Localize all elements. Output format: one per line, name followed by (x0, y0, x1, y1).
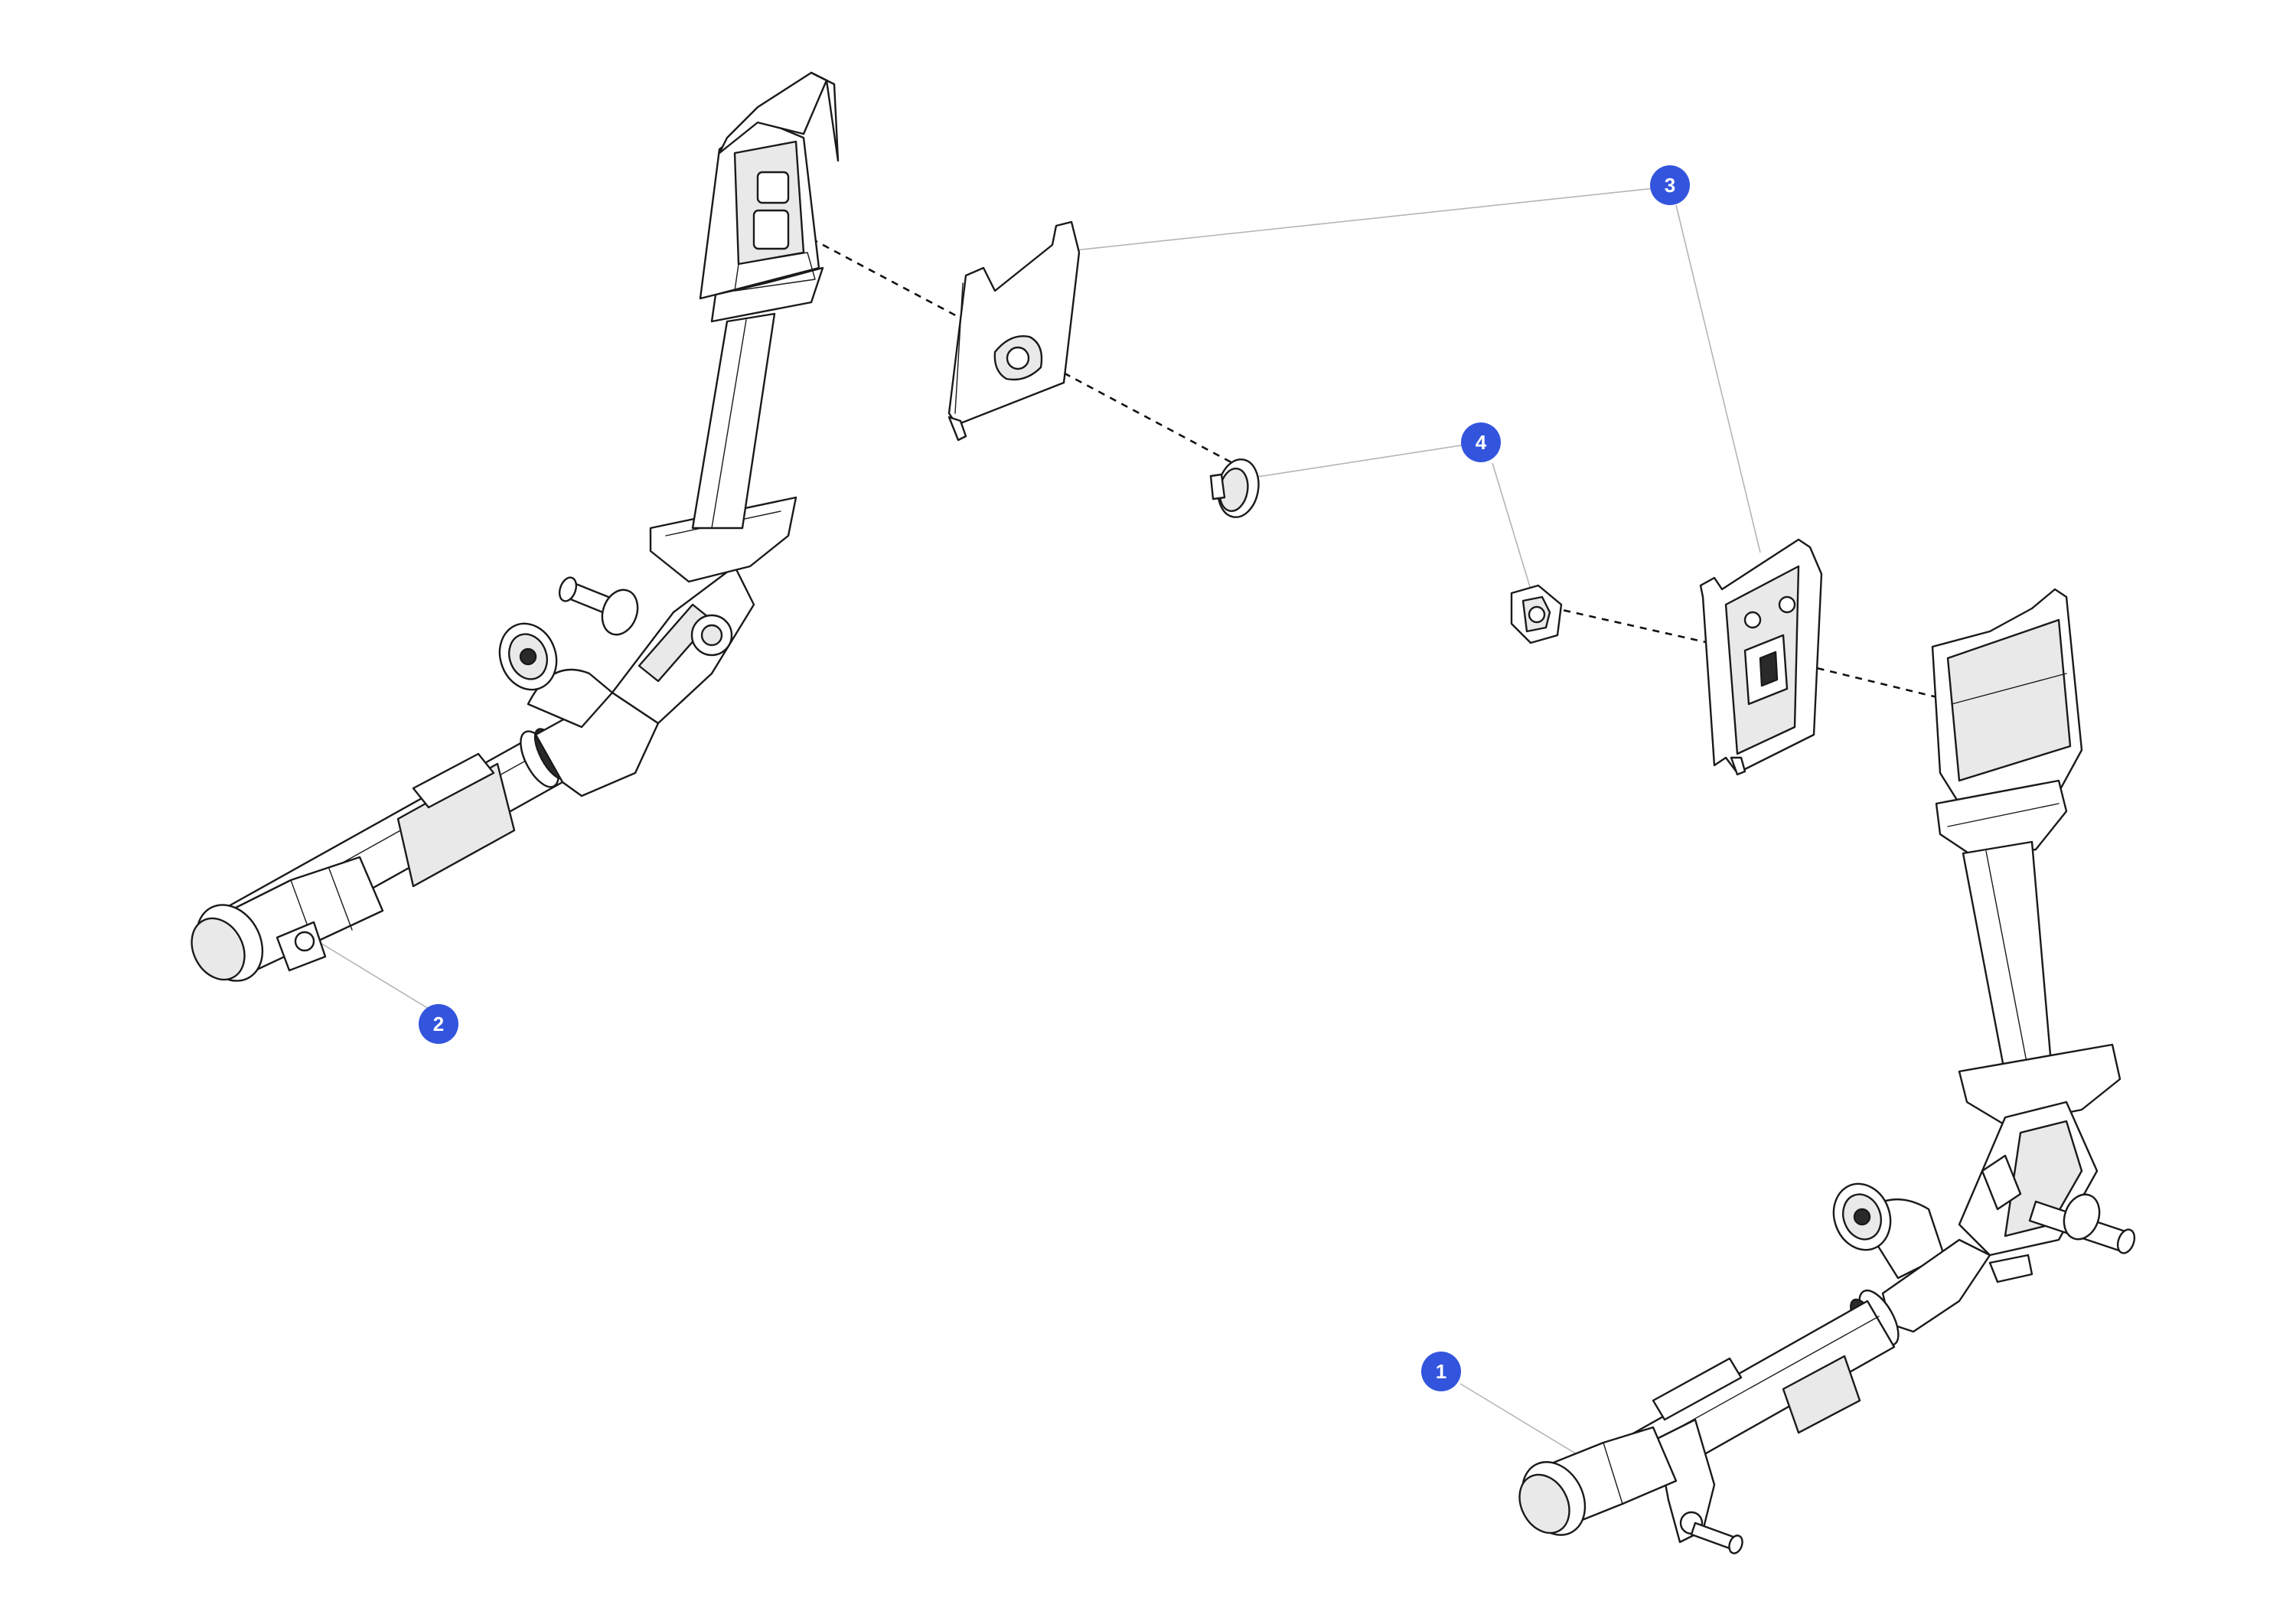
callout-4-badge (1461, 422, 1501, 462)
leader-3-to-right-plate (1675, 204, 1761, 553)
leader-3-to-left-plate (1067, 186, 1669, 252)
callout-3: 3 (1650, 165, 1690, 205)
right-armrest-assembly-icon (1518, 588, 2136, 1554)
callout-3-label: 3 (1665, 174, 1675, 197)
push-pin-clip-right-icon (1510, 584, 1563, 644)
callout-4-label: 4 (1476, 431, 1487, 454)
cover-plate-right-icon (1699, 538, 1823, 776)
callout-1: 1 (1421, 1352, 1461, 1391)
leader-4-to-right-clip (1492, 462, 1531, 590)
left-armrest-assembly-icon (191, 71, 840, 982)
leader-1-to-right-assembly (1459, 1383, 1577, 1455)
leader-2-to-left-assembly (315, 939, 429, 1009)
leader-4-to-left-clip (1247, 443, 1472, 479)
callout-2: 2 (419, 1004, 458, 1044)
callout-1-badge (1421, 1352, 1461, 1391)
push-pin-clip-left-icon (1209, 458, 1260, 518)
callout-2-badge (419, 1004, 458, 1044)
cover-plate-left-icon (947, 220, 1081, 442)
callout-4: 4 (1461, 422, 1501, 462)
callout-3-badge (1650, 165, 1690, 205)
leader-lines (315, 186, 1761, 1455)
callout-2-label: 2 (433, 1013, 444, 1035)
callout-1-label: 1 (1436, 1360, 1446, 1383)
